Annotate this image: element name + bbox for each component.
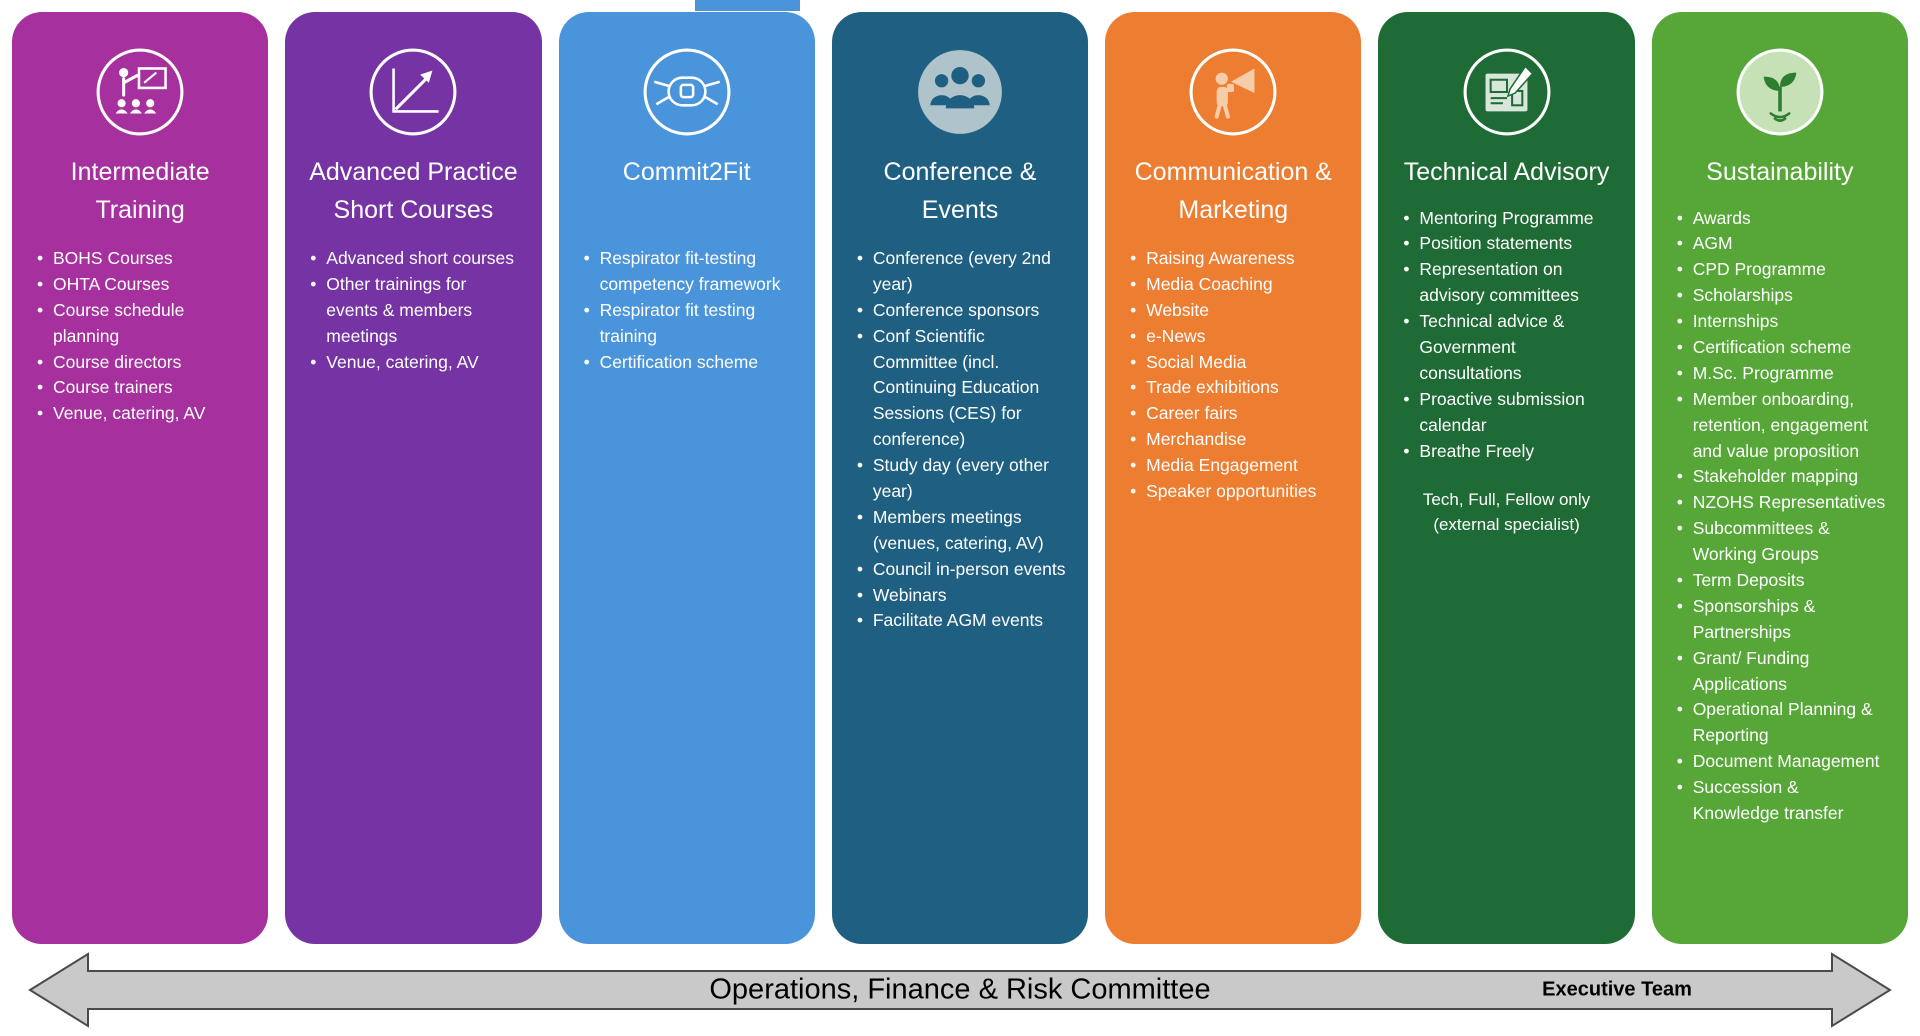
list-item: Media Coaching: [1130, 272, 1342, 298]
column-title: Intermediate Training: [70, 158, 210, 224]
list-item: Proactive submission calendar: [1403, 387, 1615, 439]
icon-wrap: [1671, 46, 1889, 138]
icon-wrap: [851, 46, 1069, 138]
column-intermediate-training: Intermediate Training BOHS CoursesOHTA C…: [12, 12, 269, 944]
double-arrow-shape: [28, 952, 1892, 1028]
list-item: Stakeholder mapping: [1677, 464, 1889, 490]
list-item: Position statements: [1403, 231, 1615, 257]
list-item: BOHS Courses: [37, 246, 249, 272]
list-item: Speaker opportunities: [1130, 479, 1342, 505]
list-item: Awards: [1677, 206, 1889, 232]
list-item: Venue, catering, AV: [310, 350, 522, 376]
list-item: Advanced short courses: [310, 246, 522, 272]
list-item: Social Media: [1130, 350, 1342, 376]
committee-columns: Intermediate Training BOHS CoursesOHTA C…: [0, 12, 1920, 944]
icon-wrap: [578, 46, 796, 138]
column-items: Raising AwarenessMedia CoachingWebsitee-…: [1124, 246, 1342, 505]
list-item: Breathe Freely: [1403, 439, 1615, 465]
column-title: Technical Advisory: [1403, 158, 1610, 186]
column-title: Advanced Practice Short Courses: [309, 158, 518, 224]
list-item: Other trainings for events & members mee…: [310, 272, 522, 350]
committee-label: Operations, Finance & Risk Committee: [709, 973, 1211, 1006]
list-item: Council in-person events: [857, 557, 1069, 583]
column-communication-marketing: Communication & Marketing Raising Awaren…: [1105, 12, 1362, 944]
column-items: BOHS CoursesOHTA CoursesCourse schedule …: [31, 246, 249, 427]
column-technical-advisory: Technical Advisory Mentoring ProgrammePo…: [1378, 12, 1635, 944]
seedling-icon: [1736, 48, 1824, 136]
list-item: Conf Scientific Committee (incl. Continu…: [857, 324, 1069, 453]
column-advanced-practice-short-courses: Advanced Practice Short Courses Advanced…: [285, 12, 542, 944]
megaphone-person-icon: [1189, 48, 1277, 136]
list-item: Scholarships: [1677, 283, 1889, 309]
column-items: Mentoring ProgrammePosition statementsRe…: [1397, 206, 1615, 465]
technical-drawing-icon: [1463, 48, 1550, 136]
list-item: AGM: [1677, 231, 1889, 257]
list-item: Facilitate AGM events: [857, 608, 1069, 634]
list-item: Course trainers: [37, 375, 249, 401]
list-item: Career fairs: [1130, 401, 1342, 427]
column-items: Advanced short coursesOther trainings fo…: [304, 246, 522, 375]
list-item: Representation on advisory committees: [1403, 257, 1615, 309]
list-item: M.Sc. Programme: [1677, 361, 1889, 387]
list-item: Course schedule planning: [37, 298, 249, 350]
list-item: Technical advice & Government consultati…: [1403, 309, 1615, 387]
icon-wrap: [1397, 46, 1615, 138]
list-item: Internships: [1677, 309, 1889, 335]
column-items: AwardsAGMCPD ProgrammeScholarshipsIntern…: [1671, 206, 1889, 827]
column-sustainability: Sustainability AwardsAGMCPD ProgrammeSch…: [1651, 12, 1908, 944]
list-item: Operational Planning & Reporting: [1677, 697, 1889, 749]
column-title: Sustainability: [1706, 158, 1854, 186]
list-item: Trade exhibitions: [1130, 375, 1342, 401]
column-title: Commit2Fit: [622, 158, 751, 186]
column-items: Respirator fit-testing competency framew…: [578, 246, 796, 375]
list-item: OHTA Courses: [37, 272, 249, 298]
list-item: Grant/ Funding Applications: [1677, 646, 1889, 698]
list-item: Sponsorships & Partnerships: [1677, 594, 1889, 646]
column-note: Tech, Full, Fellow only (external specia…: [1422, 490, 1591, 535]
list-item: Mentoring Programme: [1403, 206, 1615, 232]
list-item: Webinars: [857, 583, 1069, 609]
list-item: Study day (every other year): [857, 453, 1069, 505]
list-item: Term Deposits: [1677, 568, 1889, 594]
list-item: Conference sponsors: [857, 298, 1069, 324]
list-item: Media Engagement: [1130, 453, 1342, 479]
list-item: Succession & Knowledge transfer: [1677, 775, 1889, 827]
list-item: Conference (every 2nd year): [857, 246, 1069, 298]
training-presentation-icon: [96, 48, 184, 136]
list-item: Course directors: [37, 350, 249, 376]
list-item: Respirator fit testing training: [584, 298, 796, 350]
column-title: Conference & Events: [883, 158, 1037, 224]
list-item: Document Management: [1677, 749, 1889, 775]
list-item: Respirator fit-testing competency framew…: [584, 246, 796, 298]
list-item: Certification scheme: [1677, 335, 1889, 361]
column-items: Conference (every 2nd year)Conference sp…: [851, 246, 1069, 634]
list-item: NZOHS Representatives: [1677, 490, 1889, 516]
icon-wrap: [31, 46, 249, 138]
list-item: Merchandise: [1130, 427, 1342, 453]
executive-team-label: Executive Team: [1542, 978, 1692, 1001]
cropped-banner-fragment: [695, 0, 800, 11]
list-item: Members meetings (venues, catering, AV): [857, 505, 1069, 557]
icon-wrap: [1124, 46, 1342, 138]
list-item: Member onboarding, retention, engagement…: [1677, 387, 1889, 465]
people-group-icon: [918, 50, 1002, 134]
list-item: CPD Programme: [1677, 257, 1889, 283]
column-conference-events: Conference & Events Conference (every 2n…: [831, 12, 1089, 944]
column-commit2fit: Commit2Fit Respirator fit-testing compet…: [558, 12, 815, 944]
icon-wrap: [304, 46, 522, 138]
growth-chart-icon: [369, 48, 457, 136]
list-item: Website: [1130, 298, 1342, 324]
bottom-arrow: Operations, Finance & Risk Committee Exe…: [0, 944, 1920, 1036]
list-item: Venue, catering, AV: [37, 401, 249, 427]
column-title: Communication & Marketing: [1134, 158, 1332, 224]
respirator-mask-icon: [643, 48, 731, 136]
list-item: Subcommittees & Working Groups: [1677, 516, 1889, 568]
list-item: Certification scheme: [584, 350, 796, 376]
list-item: Raising Awareness: [1130, 246, 1342, 272]
list-item: e-News: [1130, 324, 1342, 350]
